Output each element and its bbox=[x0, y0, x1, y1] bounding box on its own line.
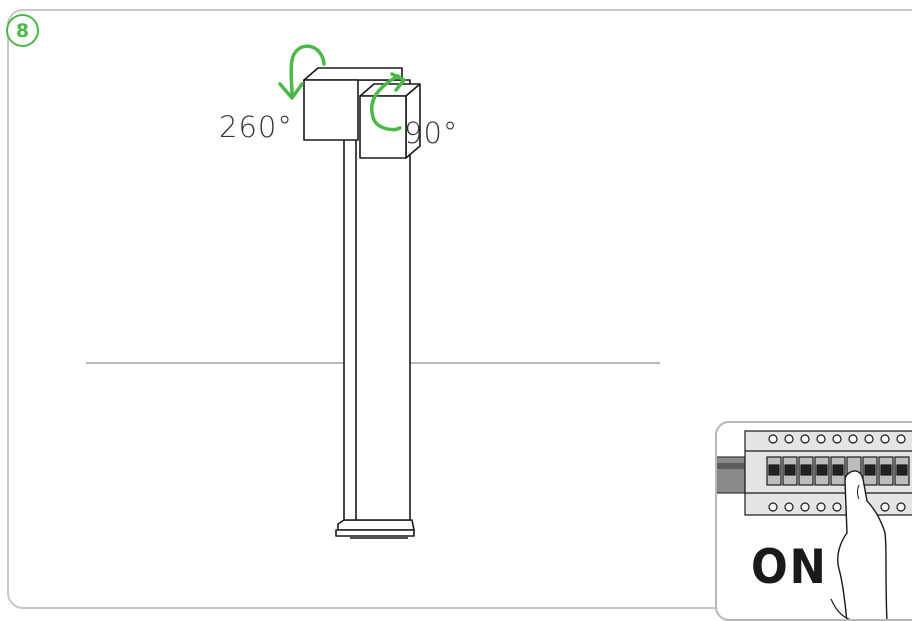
bollard-light-illustration bbox=[278, 44, 421, 539]
left-head bbox=[303, 67, 403, 81]
switch-on-label: ON bbox=[751, 540, 828, 595]
rotation-angle-left: 260° bbox=[219, 110, 293, 144]
rotate-right-arrow-icon bbox=[370, 74, 402, 132]
hand-icon bbox=[837, 470, 888, 619]
rotate-left-arrow-icon bbox=[289, 44, 326, 96]
step-number-badge: 8 bbox=[6, 14, 39, 47]
circuit-breaker-icon bbox=[717, 430, 912, 619]
base-plate bbox=[337, 519, 415, 531]
breaker-panel-inset: ON bbox=[715, 421, 912, 621]
rotation-angle-right: 90° bbox=[404, 116, 459, 150]
